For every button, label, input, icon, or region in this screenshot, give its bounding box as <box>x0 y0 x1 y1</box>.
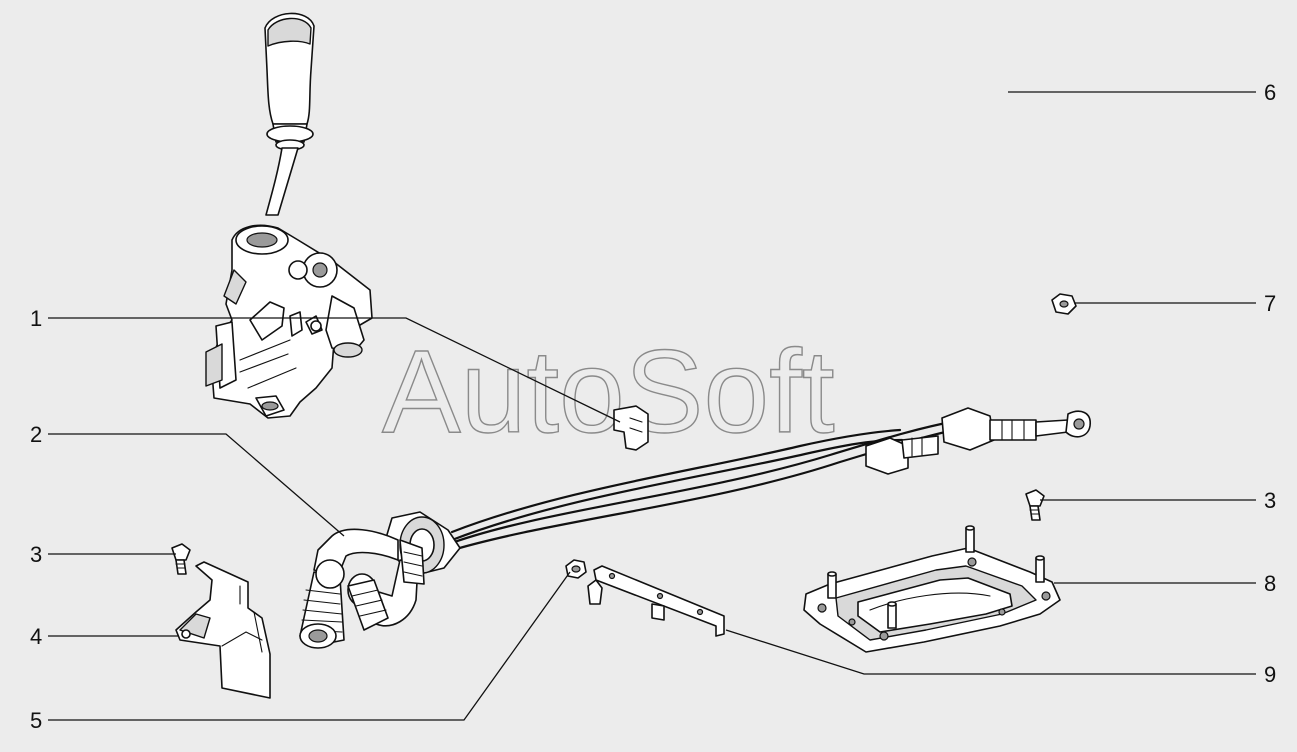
leader-2 <box>48 433 345 537</box>
callout-5: 5 <box>30 708 42 733</box>
mounting-rail <box>587 565 725 637</box>
watermark: AutoSoft <box>382 326 835 458</box>
base-plate <box>803 525 1061 653</box>
callout-3-left: 3 <box>30 542 42 567</box>
callout-9: 9 <box>1264 662 1276 687</box>
callout-7: 7 <box>1264 291 1276 316</box>
callout-8: 8 <box>1264 571 1276 596</box>
callout-2: 2 <box>30 422 42 447</box>
gear-lever-knob <box>264 12 315 216</box>
leader-1 <box>48 317 621 423</box>
callout-4: 4 <box>30 624 42 649</box>
callout-6: 6 <box>1264 80 1276 105</box>
bolt-right <box>1025 489 1045 521</box>
leader-5 <box>48 571 571 721</box>
gear-cable-assembly <box>299 407 1091 649</box>
callout-1: 1 <box>30 306 42 331</box>
leader-9 <box>725 629 1256 675</box>
cable-bracket <box>175 561 271 699</box>
callout-3-right: 3 <box>1264 488 1276 513</box>
shift-housing <box>205 224 373 419</box>
nut-7 <box>1051 293 1077 315</box>
cable-clip <box>613 405 649 451</box>
bolt-left <box>171 543 191 575</box>
nut-5 <box>565 559 587 579</box>
